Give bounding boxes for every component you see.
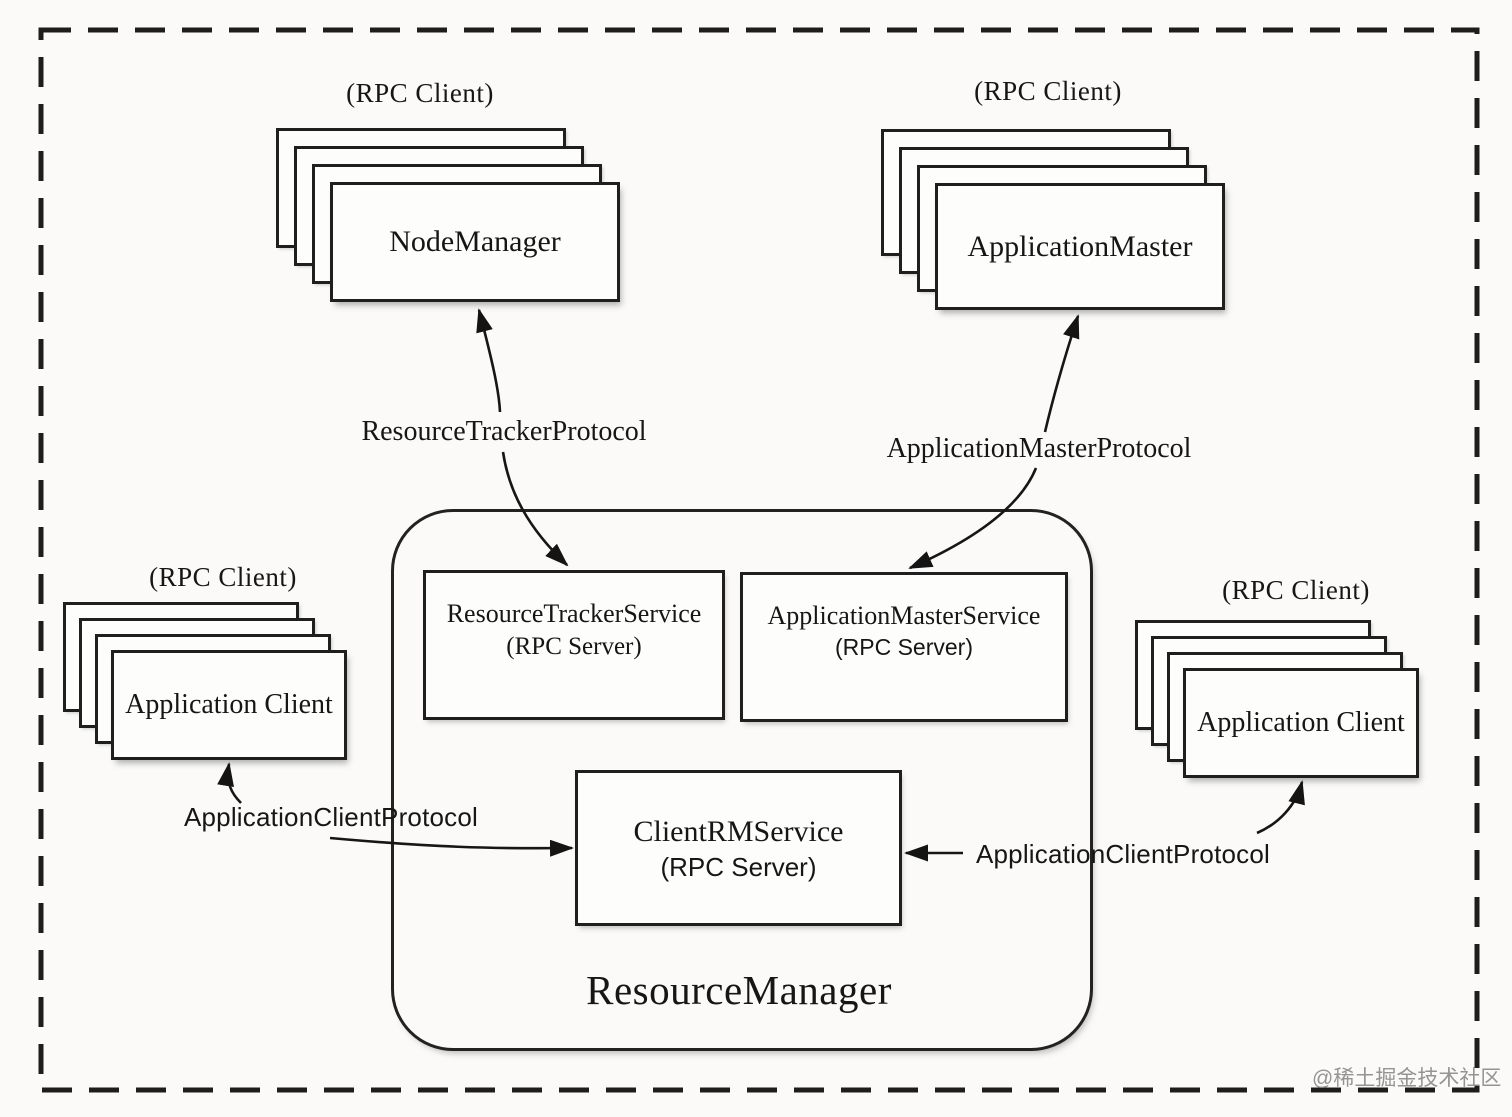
application-client-label-right: Application Client	[1197, 707, 1405, 738]
application-client-box-right: Application Client	[1183, 668, 1419, 778]
rpc-client-caption-applicationmaster: (RPC Client)	[974, 76, 1122, 106]
resource-manager-label: ResourceManager	[586, 967, 892, 1013]
application-client-protocol-label-left: ApplicationClientProtocol	[183, 802, 479, 832]
application-client-stack-right: Application Client	[1135, 620, 1419, 778]
application-master-service-name: ApplicationMasterService	[767, 601, 1041, 630]
rpc-client-caption-right: (RPC Client)	[1222, 575, 1370, 605]
application-client-stack-left: Application Client	[63, 602, 347, 760]
rpc-client-caption-nodemanager: (RPC Client)	[346, 78, 494, 108]
application-client-protocol-label-right: ApplicationClientProtocol	[975, 839, 1271, 869]
client-rm-service-box: ClientRMService (RPC Server)	[575, 770, 902, 926]
applicationmaster-box: ApplicationMaster	[935, 183, 1225, 310]
resource-tracker-service-name: ResourceTrackerService	[446, 599, 702, 628]
resource-tracker-arrow-to-nodemanager	[476, 308, 502, 413]
watermark-text: @稀土掘金技术社区	[1312, 1067, 1502, 1090]
client-rm-service-name: ClientRMService	[633, 814, 844, 848]
application-master-arrow-to-master	[1043, 314, 1080, 433]
application-client-label-left: Application Client	[125, 689, 333, 720]
applicationmaster-label: ApplicationMaster	[967, 229, 1193, 263]
nodemanager-label: NodeManager	[389, 225, 561, 258]
resource-tracker-protocol-label: ResourceTrackerProtocol	[361, 416, 647, 447]
client-protocol-right-arrow-to-client	[1256, 780, 1305, 835]
client-protocol-left-arrow-to-client	[217, 762, 242, 804]
nodemanager-box: NodeManager	[330, 182, 620, 302]
resource-tracker-service-role: (RPC Server)	[506, 632, 642, 660]
applicationmaster-stack: ApplicationMaster	[881, 129, 1225, 310]
application-master-service-role: (RPC Server)	[834, 633, 973, 660]
client-rm-service-role: (RPC Server)	[660, 851, 817, 882]
nodemanager-stack: NodeManager	[276, 128, 620, 302]
rpc-client-caption-left: (RPC Client)	[149, 562, 297, 592]
resource-tracker-service-box: ResourceTrackerService (RPC Server)	[423, 570, 725, 720]
application-master-protocol-label: ApplicationMasterProtocol	[886, 433, 1192, 464]
application-client-box-left: Application Client	[111, 650, 347, 760]
application-master-service-box: ApplicationMasterService (RPC Server)	[740, 572, 1068, 722]
